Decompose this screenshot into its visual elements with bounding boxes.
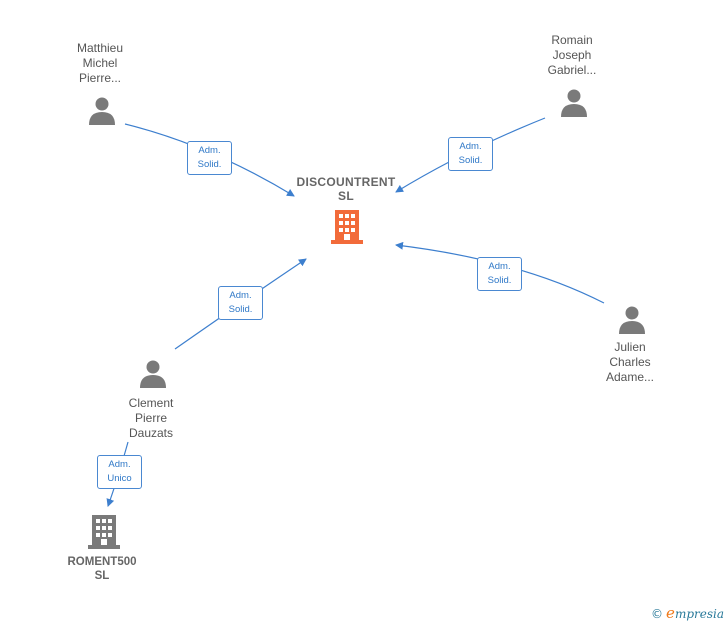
- person-icon[interactable]: [138, 359, 168, 389]
- person-name-line: Clement: [128, 396, 174, 410]
- role-badge-line: Adm.: [108, 459, 131, 470]
- role-badge-line: Solid.: [228, 304, 253, 315]
- person-icon[interactable]: [559, 88, 589, 118]
- person-icon[interactable]: [87, 96, 117, 126]
- person-name-line: Dauzats: [128, 426, 174, 440]
- role-badge-line: Solid.: [197, 159, 222, 170]
- person-label-matthieu[interactable]: Matthieu Michel Pierre...: [60, 41, 140, 86]
- brand-logo-text: mpresia: [674, 607, 724, 621]
- role-badge-romain[interactable]: Adm. Solid.: [448, 137, 493, 171]
- building-icon[interactable]: [88, 515, 120, 549]
- person-name-line: Pierre: [134, 411, 167, 425]
- person-name-line: Joseph: [552, 48, 592, 62]
- company-name-line: DISCOUNTRENT: [296, 175, 396, 189]
- person-name-line: Matthieu: [76, 41, 124, 55]
- person-name-line: Gabriel...: [547, 63, 597, 77]
- brand-logo-initial: e: [666, 604, 675, 622]
- role-badge-line: Adm.: [459, 141, 482, 152]
- role-badge-line: Adm.: [488, 261, 511, 272]
- person-name-line: Michel: [82, 56, 118, 70]
- role-badge-line: Unico: [107, 473, 132, 484]
- company-name-line: SL: [94, 570, 110, 582]
- person-name-line: Pierre...: [78, 71, 121, 85]
- person-label-clement[interactable]: Clement Pierre Dauzats: [111, 396, 191, 441]
- role-badge-clement[interactable]: Adm. Solid.: [218, 286, 263, 320]
- role-badge-line: Solid.: [487, 275, 512, 286]
- company-name-line: ROMENT500: [67, 556, 137, 568]
- role-badge-roment[interactable]: Adm. Unico: [97, 455, 142, 489]
- company-label-discountrent[interactable]: DISCOUNTRENT SL: [286, 175, 406, 203]
- person-icon[interactable]: [617, 305, 647, 335]
- company-name-line: SL: [338, 189, 354, 203]
- company-label-roment500[interactable]: ROMENT500 SL: [52, 555, 152, 583]
- person-label-romain[interactable]: Romain Joseph Gabriel...: [532, 33, 612, 78]
- role-badge-line: Adm.: [229, 290, 252, 301]
- role-badge-line: Solid.: [458, 155, 483, 166]
- role-badge-line: Adm.: [198, 145, 221, 156]
- role-badge-julien[interactable]: Adm. Solid.: [477, 257, 522, 291]
- role-badge-matthieu[interactable]: Adm. Solid.: [187, 141, 232, 175]
- brand-watermark: ©empresia: [651, 604, 724, 622]
- building-icon[interactable]: [331, 210, 363, 244]
- person-name-line: Julien: [614, 340, 646, 354]
- copyright-symbol: ©: [651, 607, 664, 621]
- person-name-line: Adame...: [605, 370, 655, 384]
- person-label-julien[interactable]: Julien Charles Adame...: [590, 340, 670, 385]
- person-name-line: Charles: [609, 355, 651, 369]
- person-name-line: Romain: [551, 33, 593, 47]
